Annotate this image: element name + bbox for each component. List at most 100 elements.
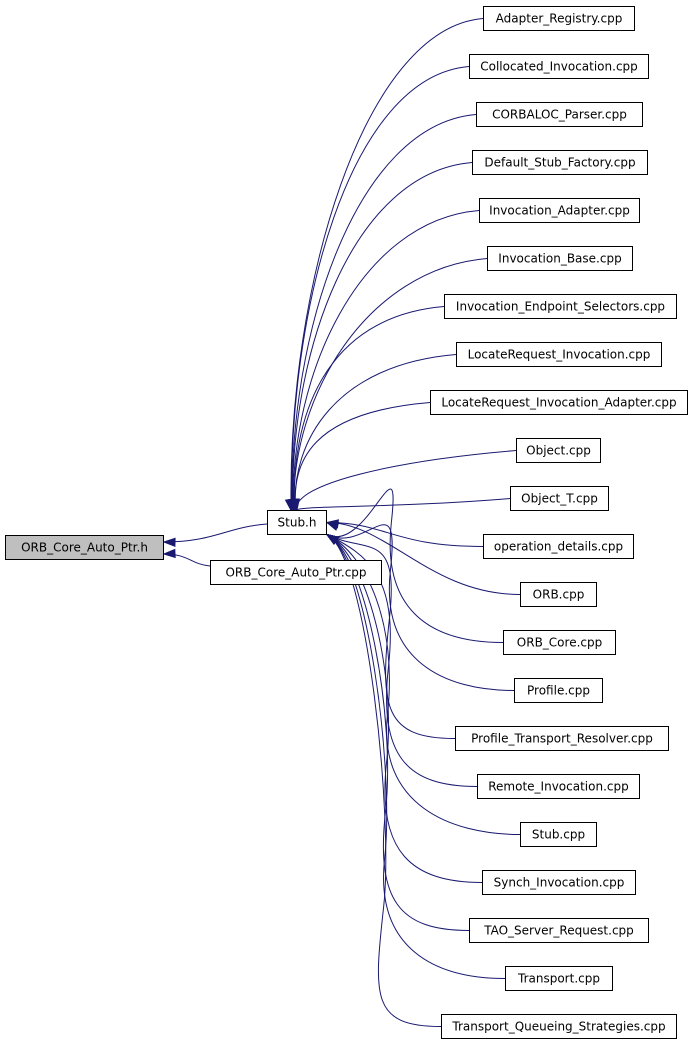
node-profile-cpp[interactable]: Profile.cpp — [514, 678, 603, 703]
node-box — [487, 246, 633, 271]
node-orb-core-cpp[interactable]: ORB_Core.cpp — [503, 630, 616, 655]
node-orb-core-auto-ptr-h[interactable]: ORB_Core_Auto_Ptr.h — [5, 535, 164, 560]
edge-object-cpp-to-stub-h-line — [295, 450, 517, 511]
node-default-stub-factory-cpp[interactable]: Default_Stub_Factory.cpp — [472, 150, 648, 175]
edge-transport-queueing-strategies-cpp-to-stub-h-arrowhead — [325, 533, 340, 545]
node-label: Stub.cpp — [532, 828, 585, 842]
node-invocation-base-cpp[interactable]: Invocation_Base.cpp — [487, 246, 633, 271]
node-label: Stub.h — [278, 516, 317, 530]
edge-profile-cpp-to-stub-h-line — [326, 524, 515, 691]
node-box — [210, 560, 382, 585]
node-label: Object_T.cpp — [521, 492, 598, 506]
node-remote-invocation-cpp[interactable]: Remote_Invocation.cpp — [477, 774, 640, 799]
edge-orb-core-auto-ptr-cpp-to-orb-core-auto-ptr-h — [162, 548, 211, 567]
edge-invocation-endpoint-selectors-cpp-to-stub-h — [288, 306, 445, 512]
node-label: ORB_Core_Auto_Ptr.cpp — [225, 566, 366, 580]
node-operation-details-cpp[interactable]: operation_details.cpp — [483, 534, 634, 559]
node-box — [444, 294, 677, 319]
edge-invocation-adapter-cpp-to-stub-h — [287, 210, 480, 512]
edge-collocated-invocation-cpp-to-stub-h-line — [291, 66, 470, 511]
edge-stub-h-to-orb-core-auto-ptr-h-arrowhead — [162, 537, 176, 547]
edge-invocation-endpoint-selectors-cpp-to-stub-h-line — [293, 306, 445, 511]
edge-operation-details-cpp-to-stub-h-line — [326, 522, 484, 547]
node-orb-cpp[interactable]: ORB.cpp — [520, 582, 597, 607]
node-invocation-adapter-cpp[interactable]: Invocation_Adapter.cpp — [479, 198, 640, 223]
node-box — [476, 102, 643, 127]
edge-transport-queueing-strategies-cpp-to-stub-h-line — [326, 534, 442, 1027]
node-label: operation_details.cpp — [494, 540, 623, 554]
edge-locaterequest-invocation-adapter-cpp-to-stub-h — [289, 402, 431, 512]
node-box — [516, 438, 601, 463]
node-collocated-invocation-cpp[interactable]: Collocated_Invocation.cpp — [469, 54, 649, 79]
node-box — [482, 870, 636, 895]
node-box — [455, 726, 669, 751]
node-box — [514, 678, 603, 703]
edge-synch-invocation-cpp-to-stub-h — [325, 533, 483, 883]
edge-locaterequest-invocation-adapter-cpp-to-stub-h-line — [294, 402, 431, 511]
node-box — [505, 966, 613, 991]
edge-stub-h-to-orb-core-auto-ptr-h-line — [163, 523, 268, 543]
edge-invocation-base-cpp-to-stub-h-line — [293, 258, 488, 511]
node-label: Remote_Invocation.cpp — [488, 780, 628, 794]
node-transport-cpp[interactable]: Transport.cpp — [505, 966, 613, 991]
edge-remote-invocation-cpp-to-stub-h-line — [326, 534, 478, 787]
node-label: Collocated_Invocation.cpp — [480, 60, 638, 74]
node-label: LocateRequest_Invocation.cpp — [468, 348, 651, 362]
node-label: CORBALOC_Parser.cpp — [492, 108, 627, 122]
node-profile-transport-resolver-cpp[interactable]: Profile_Transport_Resolver.cpp — [455, 726, 669, 751]
edge-object-cpp-to-stub-h — [289, 450, 517, 512]
node-transport-queueing-strategies-cpp[interactable]: Transport_Queueing_Strategies.cpp — [441, 1014, 677, 1039]
edge-default-stub-factory-cpp-to-stub-h-line — [292, 162, 473, 511]
edge-object-t-cpp-to-stub-h — [290, 498, 511, 512]
edge-orb-core-cpp-to-stub-h-line — [326, 488, 504, 643]
edge-tao-server-request-cpp-to-stub-h — [325, 533, 470, 931]
node-tao-server-request-cpp[interactable]: TAO_Server_Request.cpp — [469, 918, 649, 943]
edge-orb-cpp-to-stub-h-line — [326, 522, 521, 595]
node-label: Invocation_Endpoint_Selectors.cpp — [456, 300, 665, 314]
edge-stub-h-to-orb-core-auto-ptr-h — [162, 523, 268, 547]
node-box — [510, 486, 609, 511]
node-label: Adapter_Registry.cpp — [496, 12, 623, 26]
node-label: TAO_Server_Request.cpp — [483, 924, 634, 938]
node-box — [456, 342, 662, 367]
node-stub-h[interactable]: Stub.h — [267, 510, 327, 535]
edge-transport-queueing-strategies-cpp-to-stub-h — [325, 533, 442, 1027]
node-stub-cpp[interactable]: Stub.cpp — [520, 822, 597, 847]
edge-object-t-cpp-to-stub-h-arrowhead — [290, 498, 300, 512]
node-invocation-endpoint-selectors-cpp[interactable]: Invocation_Endpoint_Selectors.cpp — [444, 294, 677, 319]
edge-corbaloc-parser-cpp-to-stub-h-line — [291, 114, 477, 511]
edge-transport-cpp-to-stub-h-line — [326, 534, 506, 979]
node-box — [5, 535, 164, 560]
node-label: Transport_Queueing_Strategies.cpp — [451, 1020, 665, 1034]
node-object-t-cpp[interactable]: Object_T.cpp — [510, 486, 609, 511]
node-label: Profile_Transport_Resolver.cpp — [471, 732, 653, 746]
edge-orb-cpp-to-stub-h-arrowhead — [325, 521, 340, 531]
node-label: Object.cpp — [526, 444, 591, 458]
nodes-layer: ORB_Core_Auto_Ptr.h Stub.hORB_Core_Auto_P… — [5, 6, 688, 1039]
node-locaterequest-invocation-adapter-cpp[interactable]: LocateRequest_Invocation_Adapter.cpp — [430, 390, 688, 415]
node-label: LocateRequest_Invocation_Adapter.cpp — [441, 396, 676, 410]
edges-layer — [162, 18, 521, 1027]
node-corbaloc-parser-cpp[interactable]: CORBALOC_Parser.cpp — [476, 102, 643, 127]
node-object-cpp[interactable]: Object.cpp — [516, 438, 601, 463]
node-adapter-registry-cpp[interactable]: Adapter_Registry.cpp — [483, 6, 635, 31]
node-label: Default_Stub_Factory.cpp — [484, 156, 635, 170]
node-box — [479, 198, 640, 223]
node-box — [441, 1014, 677, 1039]
node-synch-invocation-cpp[interactable]: Synch_Invocation.cpp — [482, 870, 636, 895]
edge-locaterequest-invocation-cpp-to-stub-h — [288, 354, 457, 512]
node-box — [520, 822, 597, 847]
edge-object-t-cpp-to-stub-h-line — [296, 498, 511, 511]
node-label: ORB_Core.cpp — [517, 636, 602, 650]
node-label: Invocation_Adapter.cpp — [489, 204, 630, 218]
edge-collocated-invocation-cpp-to-stub-h — [285, 66, 470, 512]
node-box — [477, 774, 640, 799]
node-orb-core-auto-ptr-cpp[interactable]: ORB_Core_Auto_Ptr.cpp — [210, 560, 382, 585]
node-locaterequest-invocation-cpp[interactable]: LocateRequest_Invocation.cpp — [456, 342, 662, 367]
node-label: ORB.cpp — [533, 588, 585, 602]
node-box — [469, 918, 649, 943]
node-box — [483, 534, 634, 559]
node-box — [503, 630, 616, 655]
edge-orb-core-auto-ptr-cpp-to-orb-core-auto-ptr-h-arrowhead — [162, 548, 176, 559]
